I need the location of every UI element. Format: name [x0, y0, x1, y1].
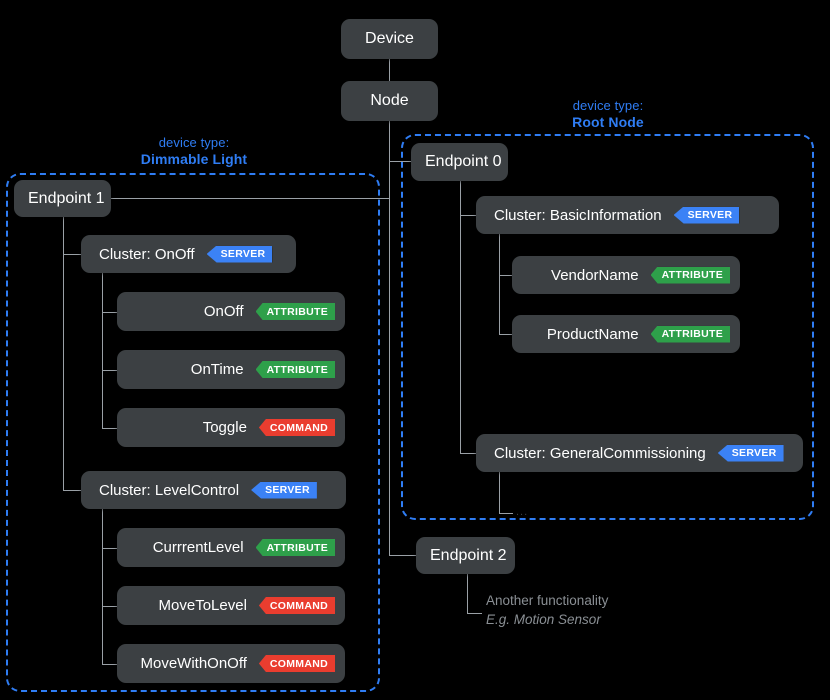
badge-attribute: ATTRIBUTE — [650, 325, 730, 343]
annotation-line-1: Another functionality — [486, 593, 609, 608]
node-attribute-currrentlevel[interactable]: CurrrentLevel ATTRIBUTE — [117, 528, 345, 567]
cluster-levelcontrol-label: Cluster: LevelControl — [99, 481, 240, 499]
connector-basicinformation-to-member-0 — [499, 275, 513, 276]
connector-levelcontrol-to-member-1 — [102, 606, 118, 607]
badge-attribute: ATTRIBUTE — [255, 539, 335, 556]
connector-endpoint1-to-onoff — [63, 254, 81, 255]
annotation-line-2: E.g. Motion Sensor — [486, 612, 601, 627]
node-node-label: Node — [370, 92, 409, 109]
device-type-name: Dimmable Light — [140, 151, 248, 167]
leaf-label: OnTime — [190, 361, 244, 378]
node-attribute-productname[interactable]: ProductName ATTRIBUTE — [512, 315, 740, 353]
device-type-region-dimmable-light — [6, 173, 380, 692]
badge-command: COMMAND — [258, 597, 335, 614]
node-attribute-ontime[interactable]: OnTime ATTRIBUTE — [117, 350, 345, 389]
device-type-prefix: device type: — [572, 98, 644, 113]
connector-endpoint2-to-annotation — [467, 613, 482, 614]
connector-endpoint1-to-levelcontrol — [63, 490, 81, 491]
leaf-label: MoveToLevel — [158, 597, 247, 614]
connector-generalcommissioning-to-more — [499, 513, 513, 514]
connector-device-to-node — [389, 59, 390, 82]
leaf-label: Toggle — [202, 419, 247, 436]
endpoint-2-annotation: Another functionality E.g. Motion Sensor — [486, 591, 608, 629]
leaf-label: OnOff — [203, 303, 244, 320]
badge-server: SERVER — [206, 245, 273, 263]
node-device-label: Device — [365, 30, 414, 47]
cluster-generalcommissioning-label: Cluster: GeneralCommissioning — [494, 444, 706, 462]
connector-onoff-spine — [102, 272, 103, 428]
cluster-basicinformation-label: Cluster: BasicInformation — [494, 206, 662, 224]
cluster-onoff-label: Cluster: OnOff — [99, 245, 195, 263]
endpoint-2-label: Endpoint 2 — [430, 546, 507, 564]
connector-generalcommissioning-spine — [499, 471, 500, 513]
node-attribute-onoff[interactable]: OnOff ATTRIBUTE — [117, 292, 345, 331]
node-command-toggle[interactable]: Toggle COMMAND — [117, 408, 345, 447]
node-endpoint-1[interactable]: Endpoint 1 — [14, 180, 111, 217]
node-cluster-basicinformation[interactable]: Cluster: BasicInformation SERVER — [476, 196, 779, 234]
node-node[interactable]: Node — [341, 81, 438, 121]
connector-node-trunk — [389, 121, 390, 555]
badge-attribute: ATTRIBUTE — [255, 303, 335, 320]
connector-basicinformation-spine — [499, 233, 500, 334]
connector-basicinformation-to-member-1 — [499, 334, 513, 335]
connector-onoff-to-member-0 — [102, 312, 118, 313]
device-type-prefix: device type: — [158, 135, 230, 150]
badge-command: COMMAND — [258, 655, 335, 672]
node-device[interactable]: Device — [341, 19, 438, 59]
connector-endpoint0-to-generalcommissioning — [460, 453, 478, 454]
device-type-label-root-node: device type: Root Node — [507, 97, 709, 131]
connector-trunk-to-endpoint2 — [389, 555, 416, 556]
node-command-movetolevel[interactable]: MoveToLevel COMMAND — [117, 586, 345, 625]
connector-levelcontrol-to-member-0 — [102, 548, 118, 549]
badge-server: SERVER — [673, 206, 740, 224]
leaf-label: VendorName — [551, 266, 639, 284]
endpoint-1-label: Endpoint 1 — [28, 189, 105, 207]
connector-endpoint2-spine — [467, 574, 468, 613]
device-type-name: Root Node — [572, 114, 644, 130]
leaf-label: MoveWithOnOff — [140, 655, 247, 672]
node-endpoint-0[interactable]: Endpoint 0 — [411, 143, 508, 181]
connector-endpoint0-to-basicinformation — [460, 215, 478, 216]
device-type-region-root-node — [401, 134, 814, 520]
node-attribute-vendorname[interactable]: VendorName ATTRIBUTE — [512, 256, 740, 294]
connector-levelcontrol-spine — [102, 508, 103, 664]
node-cluster-levelcontrol[interactable]: Cluster: LevelControl SERVER — [81, 471, 346, 509]
connector-endpoint0-spine — [460, 181, 461, 453]
badge-attribute: ATTRIBUTE — [255, 361, 335, 378]
connector-endpoint1-spine — [63, 217, 64, 490]
node-command-movewithonoff[interactable]: MoveWithOnOff COMMAND — [117, 644, 345, 683]
connector-onoff-to-member-2 — [102, 428, 118, 429]
device-type-label-dimmable-light: device type: Dimmable Light — [86, 134, 302, 168]
endpoint-0-label: Endpoint 0 — [425, 153, 502, 170]
leaf-label: ProductName — [546, 325, 639, 343]
node-cluster-onoff[interactable]: Cluster: OnOff SERVER — [81, 235, 296, 273]
connector-onoff-to-member-1 — [102, 370, 118, 371]
node-cluster-generalcommissioning[interactable]: Cluster: GeneralCommissioning SERVER — [476, 434, 803, 472]
connector-trunk-to-endpoint1 — [110, 198, 390, 199]
badge-attribute: ATTRIBUTE — [650, 266, 730, 284]
leaf-label: CurrrentLevel — [152, 539, 244, 556]
generalcommissioning-more-indicator: ... — [516, 506, 529, 518]
node-endpoint-2[interactable]: Endpoint 2 — [416, 537, 515, 574]
badge-command: COMMAND — [258, 419, 335, 436]
connector-levelcontrol-to-member-2 — [102, 664, 118, 665]
badge-server: SERVER — [717, 444, 784, 462]
badge-server: SERVER — [251, 481, 317, 499]
connector-trunk-to-endpoint0 — [389, 161, 411, 162]
